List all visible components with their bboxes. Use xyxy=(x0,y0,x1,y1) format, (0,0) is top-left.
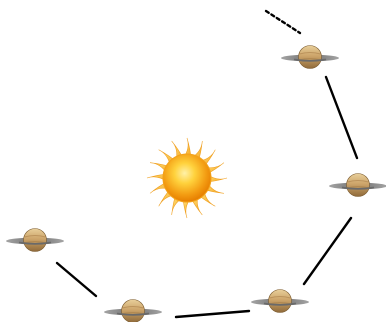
saturn-icon xyxy=(251,290,309,313)
saturn-icon xyxy=(6,229,64,252)
saturn-icon xyxy=(104,300,162,322)
orbit-path-segment xyxy=(326,77,357,158)
sun-icon xyxy=(147,138,227,218)
orbit-path-segment xyxy=(57,263,96,296)
saturn-icon xyxy=(281,46,339,69)
orbit-path-segment xyxy=(304,218,351,284)
saturn-icon xyxy=(329,174,386,197)
orbit-path-segment-dashed xyxy=(266,11,300,33)
orbit-path-segment xyxy=(176,311,249,317)
